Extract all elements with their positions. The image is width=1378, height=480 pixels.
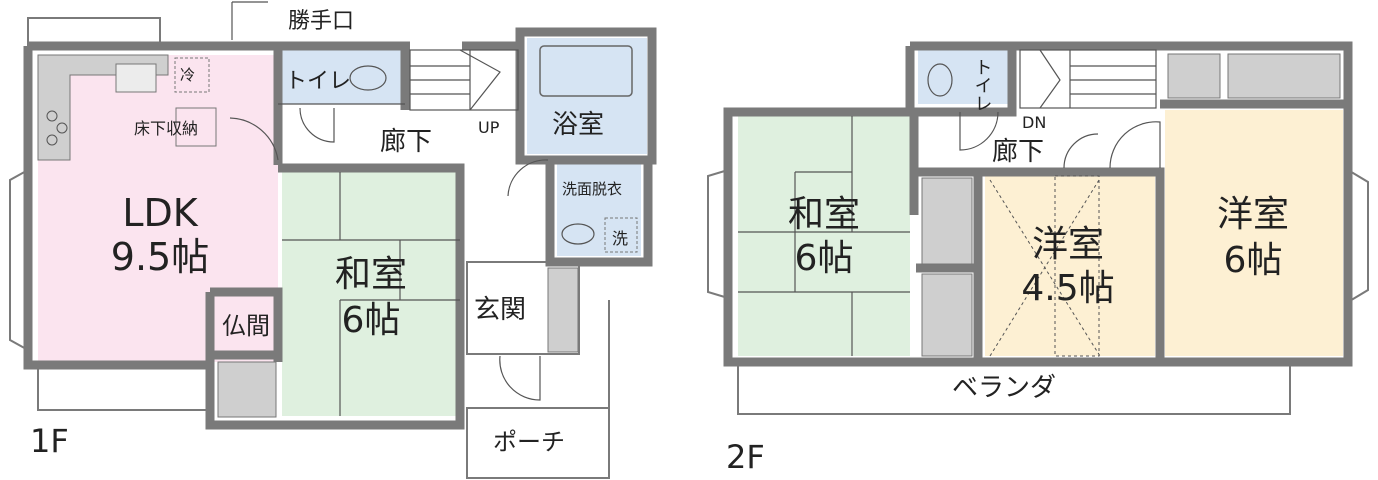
ldk-bay-window <box>9 169 29 351</box>
2f-washitsu-fill <box>738 116 910 356</box>
entrance-door <box>499 355 541 401</box>
bathtub <box>539 45 633 97</box>
2f-yoshitsu-walls <box>916 167 1165 362</box>
wash-basin <box>561 223 595 245</box>
1f-washitsu-size-label: 6帖 <box>342 300 401 341</box>
2f-toilet-walls <box>905 46 1017 117</box>
yoshitsu-large-size-label: 6帖 <box>1224 240 1283 281</box>
washroom-door <box>507 159 549 197</box>
washroom-label: 洗面脱衣 <box>562 180 622 198</box>
kitchen-counter <box>37 54 217 161</box>
2f-closet-3 <box>921 177 973 265</box>
fridge-label: 冷 <box>180 66 195 84</box>
ldk-size-label: 9.5帖 <box>111 235 209 279</box>
2f-closet-4 <box>921 273 973 357</box>
1f-stairs <box>409 49 519 111</box>
1f-washitsu-walls <box>205 163 465 430</box>
2f-washitsu-size-label: 6帖 <box>795 238 854 279</box>
veranda-label: ベランダ <box>952 373 1056 403</box>
washer-label: 洗 <box>612 229 628 248</box>
yoshitsu-bay-window <box>1347 169 1369 303</box>
2f-hallway-label: 廊下 <box>992 137 1044 167</box>
ldk-walls <box>23 46 210 370</box>
ldk-label: LDK <box>122 191 198 235</box>
toilet-door <box>299 107 335 143</box>
porch-outline <box>466 407 610 479</box>
ldk-door <box>229 117 279 161</box>
1f-washitsu-fill <box>282 172 460 416</box>
yoshitsu-small-fill <box>985 176 1155 356</box>
1f-tatami-lines <box>282 172 460 416</box>
2f-yoshitsu-door <box>1109 121 1161 169</box>
1f-toilet-fill <box>282 46 402 104</box>
2f-dn-label: DN <box>1022 113 1046 132</box>
1f-walls-upper <box>28 41 520 165</box>
floor-1: 勝手口 トイレ UP 廊下 浴室 冷 床下収納 LDK 9.5帖 洗面脱衣 洗 … <box>9 1 657 479</box>
2f-toilet-fill <box>918 46 1008 104</box>
washroom-walls <box>545 160 653 267</box>
2f-washitsu-label: 和室 <box>788 194 860 235</box>
washroom-fill <box>557 160 641 256</box>
2f-floor-label: 2F <box>726 438 765 476</box>
bathroom-label: 浴室 <box>552 110 604 140</box>
2f-small-yoshitsu-door <box>1063 133 1099 169</box>
yoshitsu-large-label: 洋室 <box>1217 194 1289 235</box>
2f-closet-2 <box>1227 53 1341 99</box>
2f-stairs <box>1019 49 1157 109</box>
ldk-fill <box>38 55 278 362</box>
1f-hallway-label: 廊下 <box>380 127 432 157</box>
2f-tatami-lines <box>738 116 910 356</box>
2f-toilet-bowl <box>927 63 953 97</box>
underfloor-storage-label: 床下収納 <box>134 119 198 138</box>
2f-closet-1 <box>1167 53 1221 99</box>
butsuma-label: 仏間 <box>222 312 270 340</box>
1f-washitsu-label: 和室 <box>335 254 407 295</box>
1f-up-label: UP <box>478 118 500 137</box>
yoshitsu-small-size-label: 4.5帖 <box>1021 268 1114 309</box>
butsuma-closet <box>217 361 277 418</box>
yoshitsu-large-fill <box>1165 110 1343 356</box>
attic-hatch <box>989 175 1101 357</box>
underfloor-storage-box <box>175 107 217 147</box>
1f-floor-label: 1F <box>30 422 69 460</box>
1f-toilet-bowl <box>349 65 387 91</box>
floor-2: トイレ DN 廊下 和室 6帖 洋室 4.5帖 洋室 6帖 ベランダ 2F <box>707 41 1369 476</box>
2f-toilet-label: トイレ <box>972 58 993 112</box>
yoshitsu-small-label: 洋室 <box>1032 224 1104 265</box>
2f-toilet-label-text: トイレ <box>972 58 993 112</box>
2f-toilet-door <box>959 111 999 151</box>
entrance-outline <box>466 261 580 355</box>
washer-box <box>604 217 638 253</box>
2f-washitsu-bay-window <box>707 169 729 299</box>
porch-label: ポーチ <box>493 428 565 456</box>
shoe-cabinet <box>547 267 579 353</box>
katteguchi-label: 勝手口 <box>288 9 354 34</box>
2f-outer-walls <box>723 41 1353 367</box>
entrance-label: 玄関 <box>474 295 526 325</box>
fridge-box <box>174 57 210 93</box>
katteguchi-door <box>231 1 268 40</box>
1f-toilet-label: トイレ <box>285 69 351 94</box>
